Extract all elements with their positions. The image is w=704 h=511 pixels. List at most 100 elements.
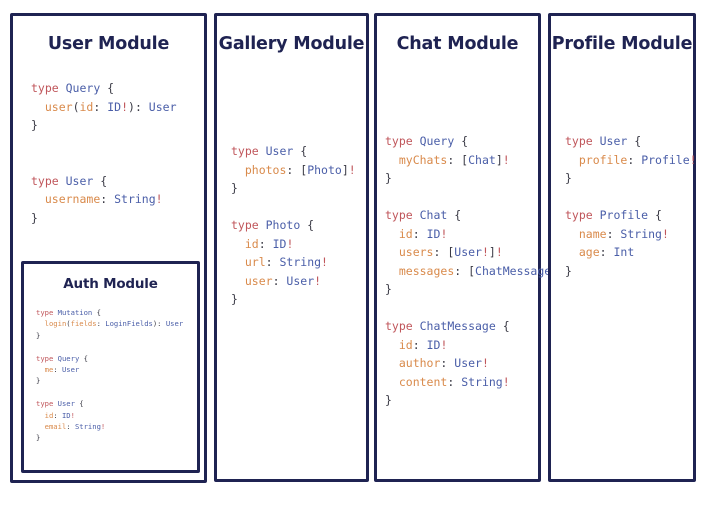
code-line: } <box>36 432 197 443</box>
code-token-punc <box>31 100 45 114</box>
module-card-chat[interactable]: Chat Module type Query { myChats: [Chat]… <box>374 13 565 482</box>
code-line: } <box>385 280 538 299</box>
module-card-user[interactable]: User Module type Query { user(id: ID!): … <box>10 13 207 483</box>
code-token-punc <box>385 338 399 352</box>
code-line: type User { <box>565 132 693 151</box>
code-token-bang: ! <box>661 226 669 241</box>
code-token-type: Mutation <box>57 308 93 317</box>
code-token-punc: { <box>447 208 462 222</box>
code-token-punc <box>565 245 579 259</box>
module-card-gallery[interactable]: Gallery Module type User { photos: [Phot… <box>214 13 369 482</box>
module-title-chat: Chat Module <box>396 34 519 54</box>
module-title-user: User Module <box>47 34 170 54</box>
code-token-punc <box>385 356 399 370</box>
code-token-punc: } <box>36 433 41 443</box>
code-token-kw: type <box>36 308 58 317</box>
module-card-auth[interactable]: Auth Module type Mutation { login(fields… <box>21 261 200 473</box>
code-token-punc: : [ <box>433 245 455 259</box>
code-token-punc <box>231 274 245 288</box>
code-token-punc: : <box>93 99 108 114</box>
code-token-punc: : <box>96 319 106 329</box>
code-token-type: ID <box>272 236 287 251</box>
code-token-field: age <box>578 245 600 259</box>
code-token-kw: type <box>231 218 266 232</box>
code-token-punc: } <box>385 282 392 296</box>
code-token-punc: : <box>412 226 427 241</box>
code-line: me: User <box>36 364 197 375</box>
code-token-type: ID <box>107 99 122 114</box>
code-token-punc: { <box>293 144 308 158</box>
code-token-type: Query <box>57 353 80 363</box>
code-token-field: photos <box>244 162 287 177</box>
code-token-punc <box>385 227 399 241</box>
code-token-bang: ! <box>100 422 106 432</box>
code-line: age: Int <box>565 243 693 262</box>
code-token-punc: { <box>627 134 642 148</box>
code-line: user: User! <box>231 272 366 291</box>
code-line: type Query { <box>31 79 204 98</box>
code-token-type: Int <box>613 245 635 259</box>
schema-code-gallery: type User { photos: [Photo]!} type Photo … <box>217 55 366 309</box>
code-line: } <box>31 116 204 135</box>
code-token-bang: ! <box>321 255 328 269</box>
code-token-punc: : <box>272 273 287 288</box>
code-line: type Photo { <box>231 216 366 235</box>
code-token-type: User <box>454 245 482 259</box>
code-token-punc: } <box>31 118 38 132</box>
code-token-punc <box>385 375 399 389</box>
code-blank-line <box>565 188 693 207</box>
code-token-type: Query <box>65 81 101 95</box>
code-token-punc: } <box>231 181 238 195</box>
code-token-punc: { <box>454 134 469 148</box>
code-line: } <box>231 179 366 198</box>
code-token-bang: ! <box>481 245 489 259</box>
code-token-punc <box>231 237 245 251</box>
code-token-type: User <box>165 319 184 329</box>
code-token-punc <box>385 245 399 259</box>
code-token-punc <box>36 411 45 420</box>
module-card-profile[interactable]: Profile Module type User { profile: Prof… <box>548 13 697 482</box>
code-token-punc <box>385 153 399 167</box>
code-token-type: User <box>61 365 80 375</box>
schema-code-profile: type User { profile: Profile!}type Profi… <box>551 55 697 281</box>
code-token-type: String <box>461 374 503 389</box>
code-token-field: profile <box>578 152 628 167</box>
code-token-punc: } <box>231 292 238 306</box>
code-line: } <box>565 262 693 281</box>
code-token-type: User <box>265 144 294 158</box>
code-token-kw: type <box>565 134 600 148</box>
code-token-punc: { <box>648 208 662 222</box>
code-token-punc <box>36 422 45 431</box>
code-token-field: login <box>44 319 67 329</box>
code-line: photos: [Photo]! <box>231 161 366 180</box>
code-token-punc: : <box>627 152 642 167</box>
code-token-kw: type <box>31 81 66 95</box>
code-blank-line <box>31 153 204 172</box>
code-token-type: String <box>279 255 322 269</box>
code-token-kw: type <box>36 399 58 409</box>
code-token-bang: ! <box>286 236 294 251</box>
code-line: author: User! <box>385 354 538 373</box>
code-line: login(fields: LoginFields): User <box>36 318 197 329</box>
code-token-type: User <box>65 173 94 188</box>
code-token-punc: } <box>36 330 41 340</box>
module-title-auth: Auth Module <box>63 276 158 292</box>
code-token-punc: : <box>606 226 621 241</box>
code-token-punc: : <box>100 192 115 206</box>
schema-code-chat: type Query { myChats: [Chat]!}type Chat … <box>377 55 565 410</box>
code-token-punc: } <box>385 393 392 407</box>
code-line: email: String! <box>36 421 197 432</box>
code-token-type: ID <box>426 337 441 352</box>
code-token-type: Profile <box>599 208 649 222</box>
code-line: myChats: [Chat]! <box>385 151 538 170</box>
code-token-kw: type <box>31 173 66 188</box>
code-token-field: content <box>398 374 448 389</box>
code-token-kw: type <box>385 134 420 148</box>
code-line: user(id: ID!): User <box>31 98 204 117</box>
code-token-punc: : <box>265 255 280 269</box>
code-token-bang: ! <box>70 410 75 420</box>
code-token-field: id <box>398 337 413 352</box>
code-token-field: username <box>44 192 101 206</box>
code-token-punc: ] <box>495 152 503 167</box>
code-token-field: id <box>44 410 54 420</box>
